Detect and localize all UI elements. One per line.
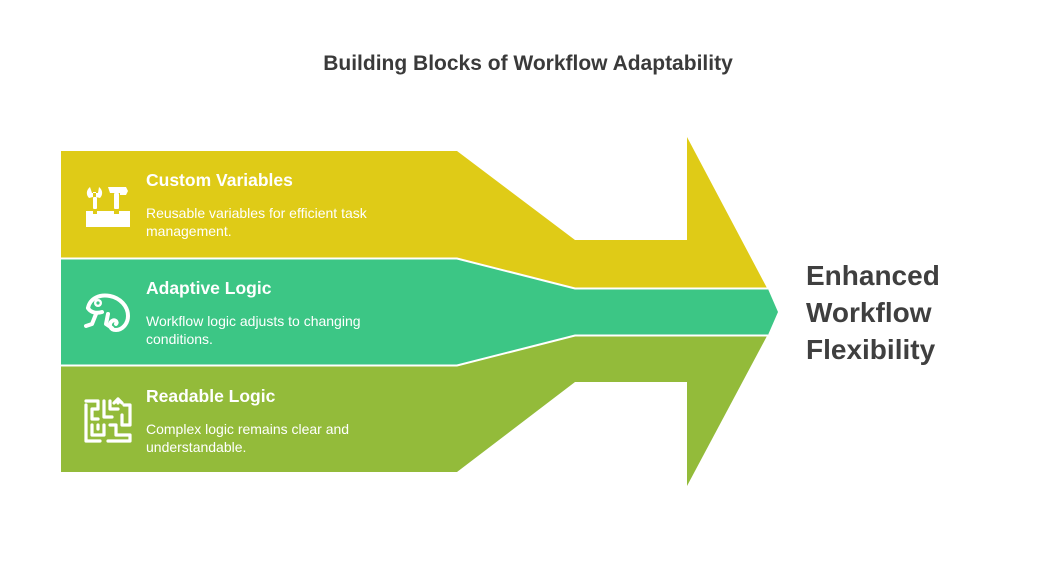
adaptive-logic-description: Workflow logic adjusts to changing condi…: [146, 313, 361, 347]
readable-logic-description: Complex logic remains clear and understa…: [146, 421, 350, 455]
diagram-title: Building Blocks of Workflow Adaptability: [323, 52, 733, 75]
band-divider-bottom: [61, 334, 768, 367]
readable-logic-title: Readable Logic: [146, 386, 276, 406]
tools-icon: [86, 187, 130, 227]
adaptive-logic-band: [61, 259, 778, 365]
maze-icon: [84, 397, 132, 443]
custom-variables-title: Custom Variables: [146, 170, 293, 190]
custom-variables-description: Reusable variables for efficient task ma…: [146, 205, 367, 239]
adaptive-logic-title: Adaptive Logic: [146, 278, 272, 298]
band-divider-top: [61, 257, 768, 290]
custom-variables-band: [61, 137, 767, 288]
readable-logic-band: [61, 336, 767, 486]
outcome-label: Enhanced Workflow Flexibility: [806, 260, 940, 365]
chameleon-icon: [84, 293, 130, 332]
